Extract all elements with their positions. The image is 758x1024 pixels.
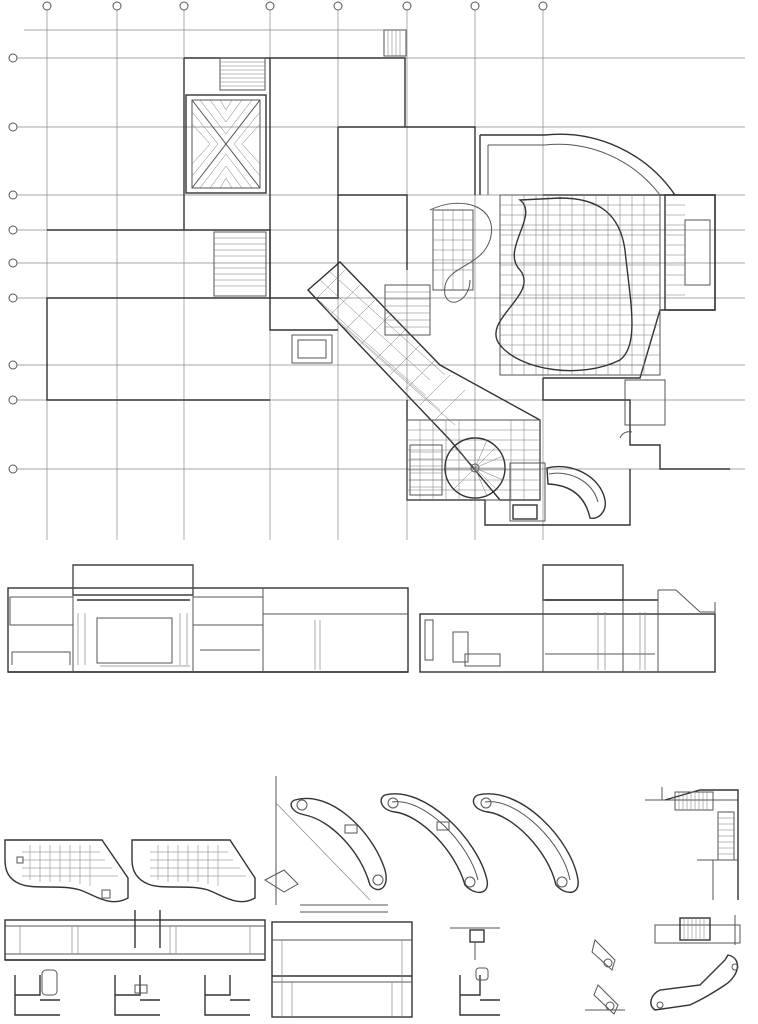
curved-counter-3: [472, 793, 579, 893]
section-right: [419, 564, 716, 673]
curved-counter-1: [264, 776, 388, 913]
profile-details: [14, 939, 739, 1016]
small-rooms: [291, 334, 666, 439]
stair-north: [219, 29, 407, 91]
platform-east: [664, 194, 716, 311]
stair-west: [213, 231, 267, 297]
curved-counter-2: [380, 793, 489, 893]
column-grid-markers-top: [42, 1, 548, 11]
counter-end-elevation: [450, 927, 500, 960]
bench-elevation-small: [654, 915, 741, 945]
bench-plan-right: [131, 839, 256, 903]
horizontal-grid-lines: [17, 29, 745, 470]
floor-plan: [8, 1, 745, 540]
vertical-grid-lines: [46, 10, 544, 540]
profile-detail-4: [459, 967, 500, 1016]
spiral-stair: [444, 437, 506, 499]
tiled-hall-floor: [429, 194, 661, 376]
profile-detail-2: [114, 975, 160, 1016]
profile-detail-3: [204, 975, 250, 1016]
profile-detail-1: [14, 969, 60, 1016]
corner-bench-detail: [645, 787, 739, 900]
curved-counter-plan: [546, 465, 606, 519]
section-left: [7, 564, 409, 673]
pyramid-skylight: [185, 94, 267, 194]
profile-detail-5: [650, 954, 739, 1011]
hardware-details: [585, 939, 625, 1015]
diagonal-tiled-corridor: [306, 261, 546, 522]
row-grid-markers-left: [8, 53, 18, 474]
counter-elevation-short: [271, 921, 413, 1018]
counter-elevation-long: [4, 910, 266, 961]
bench-plan-left: [4, 839, 129, 903]
stair-corridor: [384, 284, 443, 496]
building-walls: [46, 57, 730, 526]
curved-hall-wall: [479, 133, 676, 196]
